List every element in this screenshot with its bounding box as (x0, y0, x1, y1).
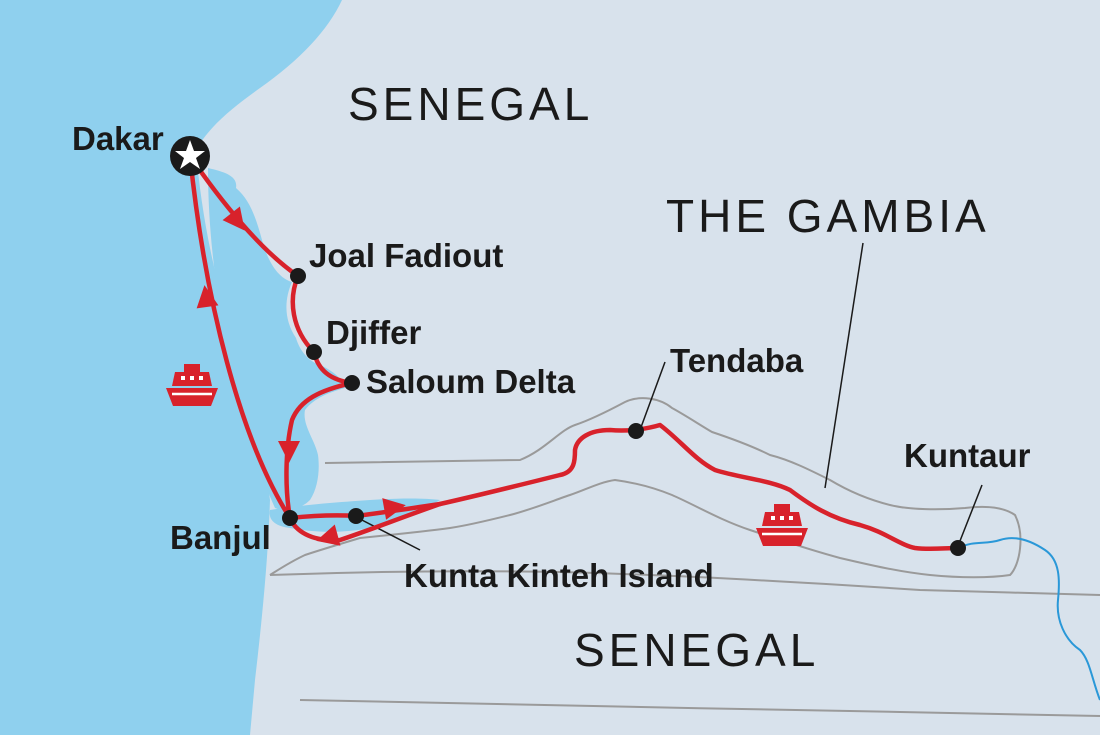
place-label-joal-fadiout: Joal Fadiout (309, 237, 503, 274)
arrow-icon (382, 498, 406, 520)
arrow-icon (222, 206, 245, 231)
place-label-kunta-kinteh-island: Kunta Kinteh Island (404, 557, 714, 594)
place-label-dakar: Dakar (72, 120, 164, 157)
saloum-estuary (208, 168, 345, 510)
borders (269, 397, 1100, 717)
stop-dot-icon (950, 540, 966, 556)
arrow-icon (196, 285, 219, 309)
country-label-senegal-south: SENEGAL (574, 624, 819, 676)
stop-dot-icon (344, 375, 360, 391)
place-label-tendaba: Tendaba (670, 342, 804, 379)
ocean (0, 0, 342, 735)
stops (282, 268, 966, 556)
place-label-saloum-delta: Saloum Delta (366, 363, 576, 400)
stop-dot-icon (628, 423, 644, 439)
place-label-kuntaur: Kuntaur (904, 437, 1031, 474)
route-arrows (196, 206, 406, 546)
stop-dot-icon (290, 268, 306, 284)
stop-dot-icon (306, 344, 322, 360)
stop-dot-icon (282, 510, 298, 526)
country-label-gambia: THE GAMBIA (666, 190, 990, 242)
arrow-icon (316, 524, 341, 546)
country-label-senegal-north: SENEGAL (348, 78, 593, 130)
gambia-river-upstream (957, 537, 1100, 701)
leader-lines (357, 242, 983, 551)
arrow-icon (278, 441, 300, 463)
star-icon (170, 136, 210, 176)
place-label-djiffer: Djiffer (326, 314, 422, 351)
stop-dot-icon (348, 508, 364, 524)
place-label-banjul: Banjul (170, 519, 271, 556)
